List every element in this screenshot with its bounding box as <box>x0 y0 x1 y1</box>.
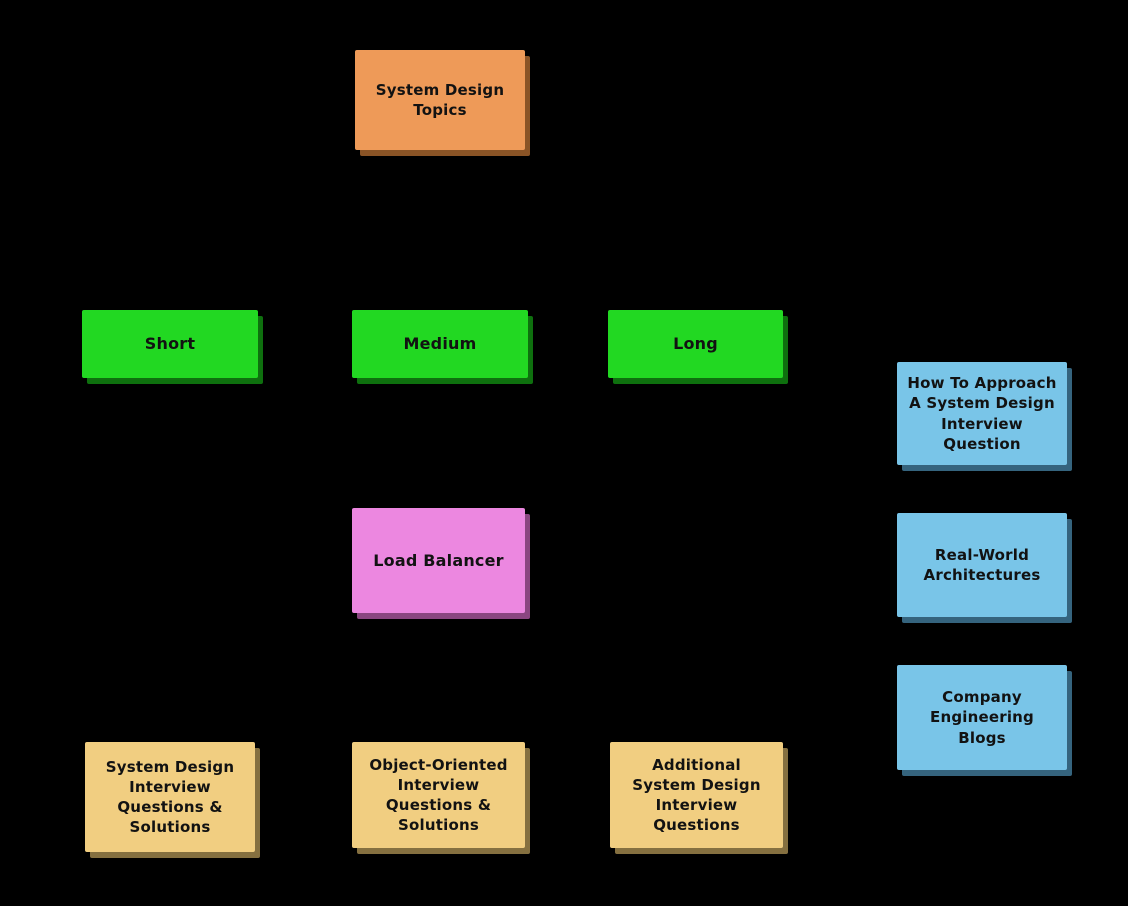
node-label: Load Balancer <box>373 550 504 570</box>
node-label: How To Approach A System Design Intervie… <box>907 374 1057 453</box>
node-medium: Medium <box>352 310 528 378</box>
node-real-world-architectures: Real-World Architectures <box>897 513 1067 617</box>
node-company-engineering-blogs: Company Engineering Blogs <box>897 665 1067 770</box>
node-label: System Design Topics <box>375 80 505 119</box>
node-label: Company Engineering Blogs <box>930 688 1034 747</box>
node-system-design-interview-questions: System Design Interview Questions & Solu… <box>85 742 255 852</box>
node-label: Short <box>144 334 196 354</box>
node-object-oriented-interview-questions: Object-Oriented Interview Questions & So… <box>352 742 525 848</box>
node-label: Real-World Architectures <box>923 545 1041 584</box>
node-label: System Design Interview Questions & Solu… <box>105 757 235 837</box>
node-label: Medium <box>403 334 477 354</box>
node-label: Long <box>673 334 718 354</box>
node-load-balancer: Load Balancer <box>352 508 525 613</box>
node-label: Object-Oriented Interview Questions & So… <box>369 755 508 835</box>
node-how-to-approach-interview-question: How To Approach A System Design Intervie… <box>897 362 1067 465</box>
node-long: Long <box>608 310 783 378</box>
node-short: Short <box>82 310 258 378</box>
node-label: Additional System Design Interview Quest… <box>632 755 761 835</box>
node-system-design-topics: System Design Topics <box>355 50 525 150</box>
node-additional-system-design-interview-questions: Additional System Design Interview Quest… <box>610 742 783 848</box>
